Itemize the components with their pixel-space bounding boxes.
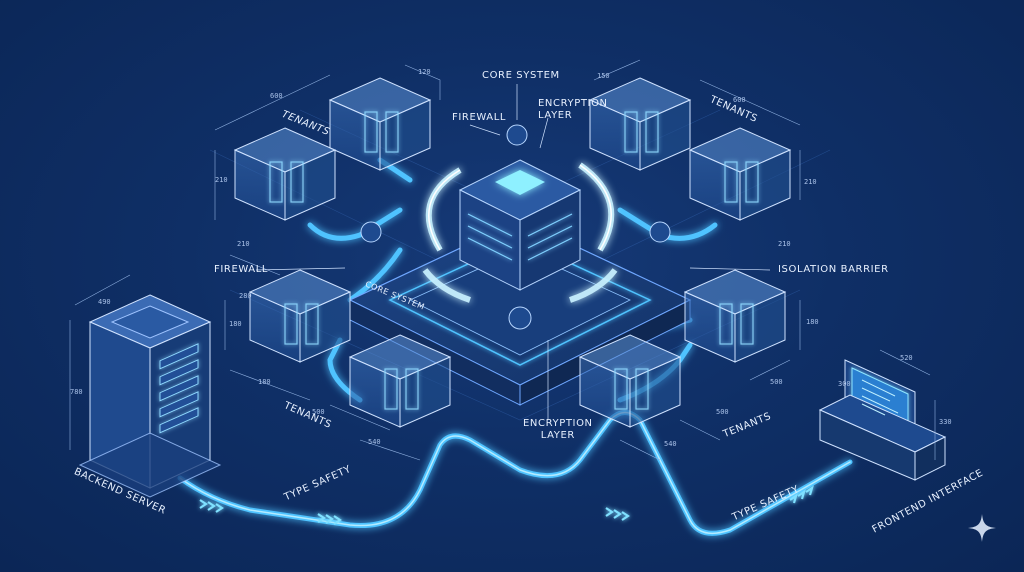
dimension-value: 180 <box>229 320 242 328</box>
frontend-terminal-icon <box>818 359 947 481</box>
terminal-lines <box>861 379 899 416</box>
gear-nodes <box>360 124 671 330</box>
dimension-value: 210 <box>237 240 250 248</box>
dimension-value: 210 <box>215 176 228 184</box>
dimension-value: 780 <box>70 388 83 396</box>
dimension-value: 330 <box>939 418 952 426</box>
gear-icon <box>360 221 382 243</box>
pipe-left-center <box>347 247 403 303</box>
dimension-value: 280 <box>239 292 252 300</box>
core-system-label-top: CORE SYSTEM <box>482 70 560 81</box>
dimension-lines <box>69 59 936 461</box>
firewall-label-top: FIREWALL <box>452 112 507 123</box>
dimension-value: 210 <box>804 178 817 186</box>
server-base <box>78 432 222 498</box>
dimension-value: 490 <box>98 298 111 306</box>
gear-icon <box>508 306 532 330</box>
leader-lines <box>255 84 771 420</box>
encryption-label-top: ENCRYPTION LAYER <box>538 98 608 121</box>
dimension-value: 600 <box>733 96 746 104</box>
server-slots <box>159 343 199 434</box>
encryption-label-bottom: ENCRYPTION LAYER <box>523 418 593 441</box>
core-tower <box>458 159 582 291</box>
pipe-upper-left <box>307 207 403 241</box>
cube-interiors <box>269 111 759 410</box>
dimension-value: 180 <box>258 378 271 386</box>
dimension-value: 540 <box>664 440 677 448</box>
flow-chevrons <box>199 485 814 525</box>
dimension-value: 500 <box>770 378 783 386</box>
dimension-value: 600 <box>270 92 283 100</box>
isolation-barrier-label: ISOLATION BARRIER <box>778 264 889 275</box>
tenant-cube <box>328 77 432 171</box>
dimension-value: 150 <box>597 72 610 80</box>
dimension-value: 300 <box>838 380 851 388</box>
tenant-cube <box>688 127 792 221</box>
dimension-value: 120 <box>418 68 431 76</box>
dimension-value: 500 <box>716 408 729 416</box>
dimension-value: 210 <box>778 240 791 248</box>
tenant-cube <box>683 269 787 363</box>
dimension-value: 180 <box>806 318 819 326</box>
sparkle-icon <box>968 514 996 542</box>
gear-icon <box>506 124 528 146</box>
firewall-label-left: FIREWALL <box>214 264 269 275</box>
gear-icon <box>649 221 671 243</box>
tenant-cube <box>233 127 337 221</box>
dimension-value: 540 <box>368 438 381 446</box>
dimension-value: 500 <box>312 408 325 416</box>
dimension-value: 520 <box>900 354 913 362</box>
tenant-cube <box>588 77 692 171</box>
